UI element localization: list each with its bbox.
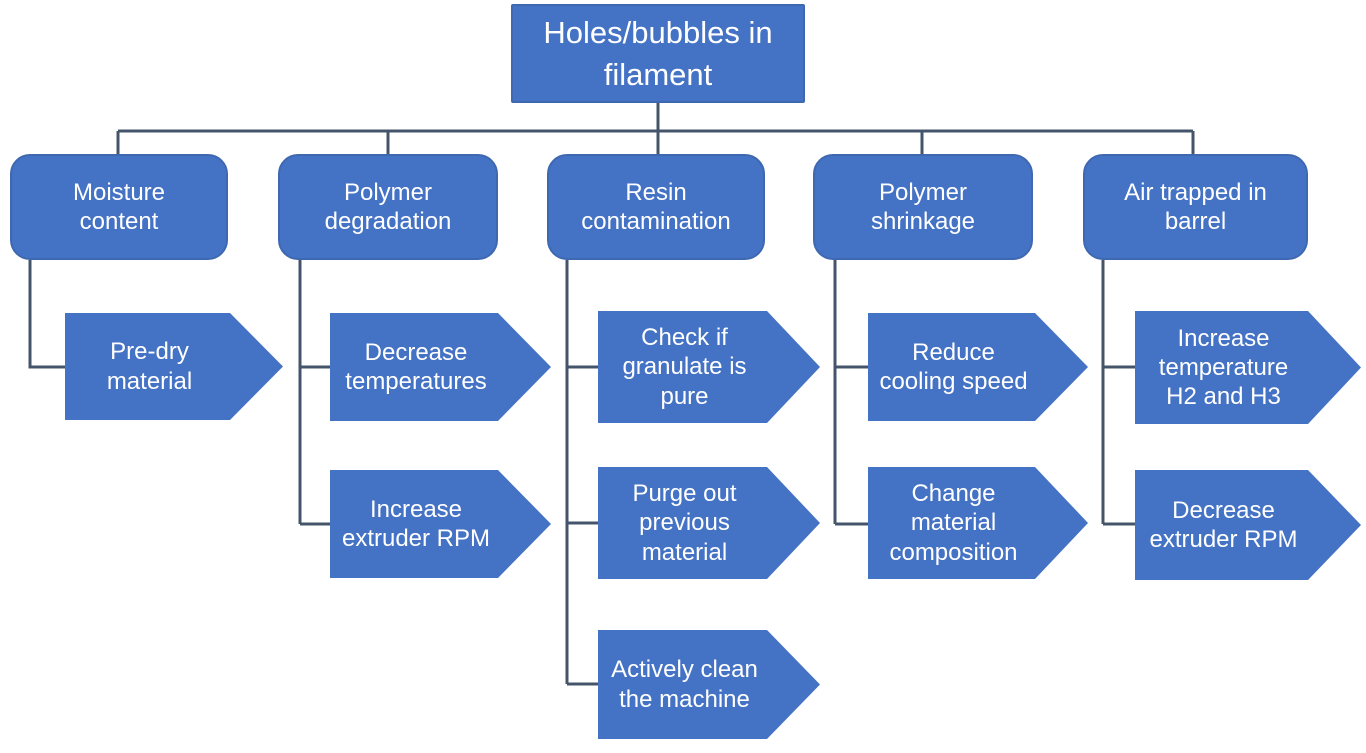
action-node-label: Check if granulate is pure [622,324,747,410]
branch-node-resin-contamination: Resin contamination [547,154,765,260]
action-node-actively-clean-the-machine: Actively clean the machine [598,630,820,739]
root-node-label: Holes/bubbles in filament [543,14,773,92]
action-node-increase-extruder-rpm: Increase extruder RPM [330,470,551,578]
action-node-pre-dry-material: Pre-dry material [65,313,283,420]
branch-node-label: Polymer shrinkage [870,178,976,235]
branch-node-moisture-content: Moisture content [10,154,228,260]
action-node-label: Purge out previous material [632,480,737,566]
action-node-label: Change material composition [889,480,1018,566]
branch-4-connector [833,260,868,526]
action-node-label: Increase extruder RPM [341,495,491,552]
action-node-label: Actively clean the machine [611,656,758,713]
action-node-label: Reduce cooling speed [879,338,1028,395]
root-node: Holes/bubbles in filament [511,4,805,103]
action-node-label: Decrease extruder RPM [1149,496,1298,553]
branch-2-connector [298,260,330,526]
branch-3-connector [565,260,598,686]
action-node-label: Increase temperature H2 and H3 [1158,324,1289,411]
branch-node-label: Resin contamination [581,178,731,235]
branch-node-polymer-degradation: Polymer degradation [278,154,498,260]
action-node-decrease-temperatures: Decrease temperatures [330,313,551,421]
action-node-increase-temperature-h2-h3: Increase temperature H2 and H3 [1135,311,1361,424]
bus-connector [116,102,1195,156]
branch-node-polymer-shrinkage: Polymer shrinkage [813,154,1033,260]
branch-node-air-trapped-in-barrel: Air trapped in barrel [1083,154,1308,260]
action-node-change-material-composition: Change material composition [868,467,1088,579]
action-node-reduce-cooling-speed: Reduce cooling speed [868,313,1088,421]
action-node-purge-out-previous-material: Purge out previous material [598,467,820,579]
action-node-label: Decrease temperatures [345,338,487,395]
branch-5-connector [1101,260,1135,526]
action-node-check-if-granulate-is-pure: Check if granulate is pure [598,311,820,423]
branch-node-label: Moisture content [72,178,166,235]
action-node-label: Pre-dry material [106,338,193,395]
branch-node-label: Polymer degradation [324,178,452,235]
branch-node-label: Air trapped in barrel [1124,178,1267,235]
branch-1-connector [28,260,65,369]
action-node-decrease-extruder-rpm: Decrease extruder RPM [1135,470,1361,580]
